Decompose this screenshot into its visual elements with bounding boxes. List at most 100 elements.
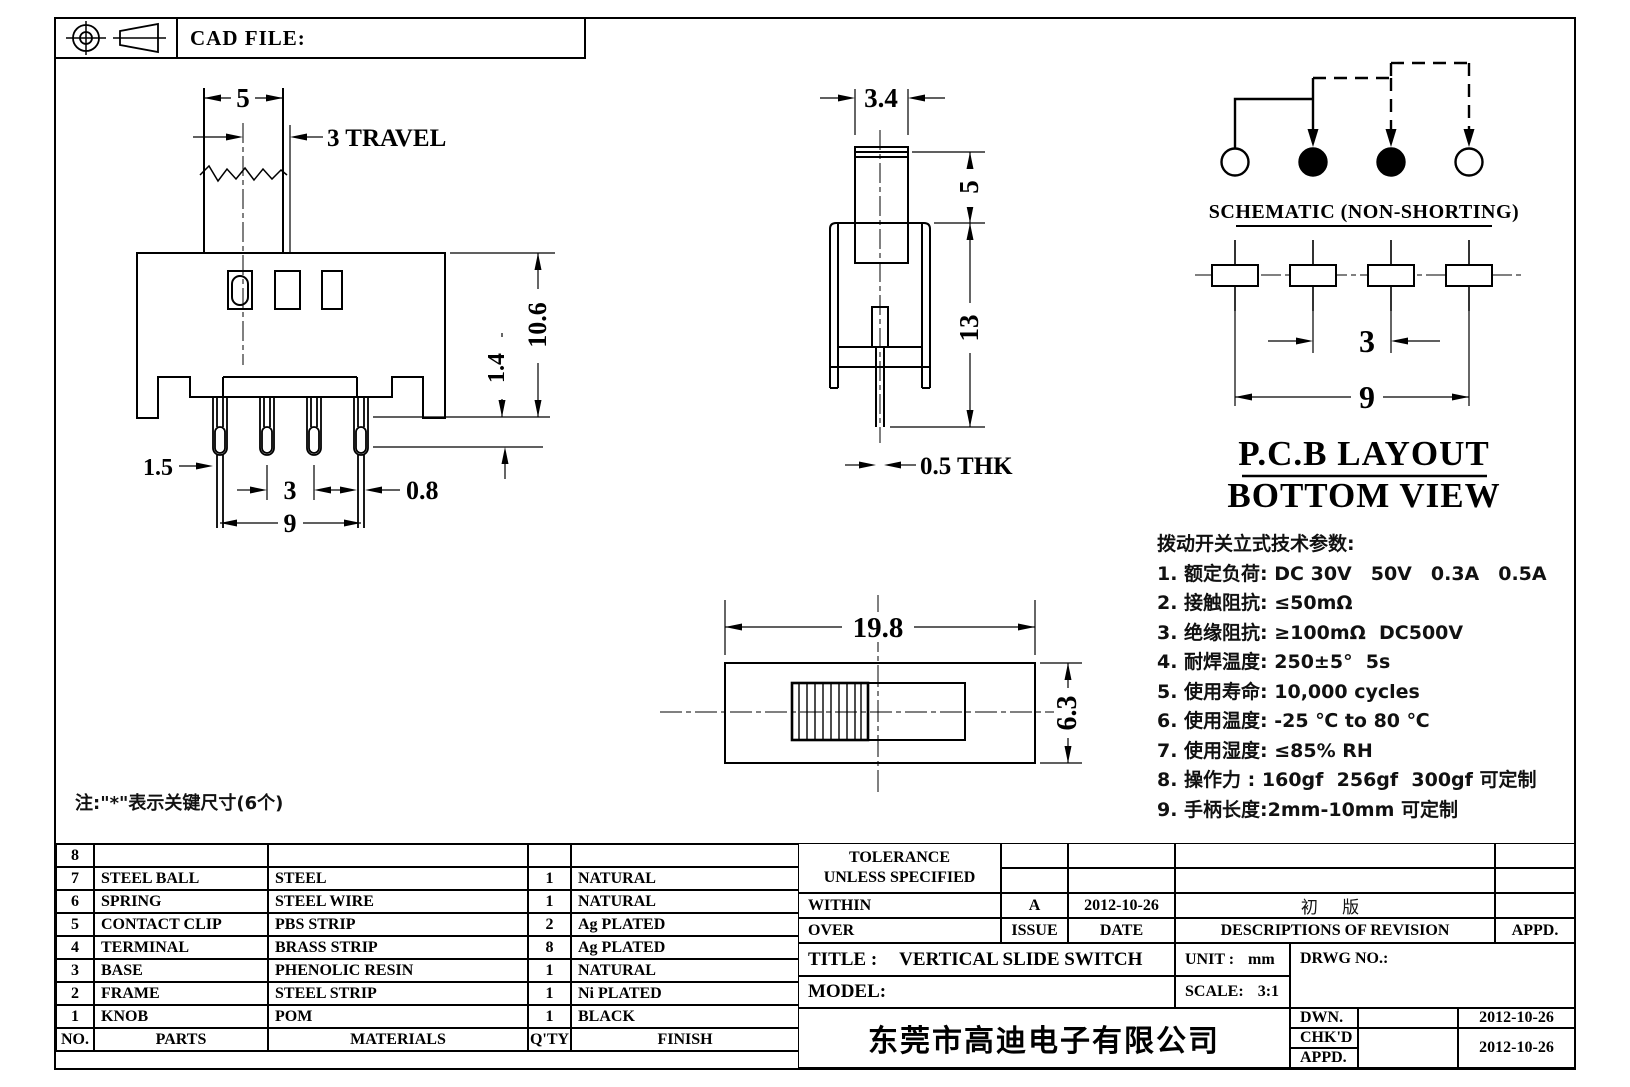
dim-side-terminal-thickness: 0.5 THK	[920, 453, 1013, 480]
side-knob	[854, 146, 909, 264]
dim-pcb-pitch: 3	[1359, 323, 1375, 359]
dim-front-pin-span: 9	[284, 509, 297, 538]
side-dim-lines	[820, 89, 985, 466]
chkd-signature-cell	[1358, 1028, 1458, 1068]
tech-param-item: 5. 使用寿命: 10,000 cycles	[1157, 680, 1420, 703]
scale-label: SCALE:	[1185, 983, 1244, 1000]
chkd-date: 2012-10-26	[1458, 1028, 1575, 1068]
tech-param-item: 8. 操作力 : 160gf 256gf 300gf 可定制	[1157, 769, 1537, 791]
issue-header: ISSUE	[1001, 918, 1068, 943]
cad-file-box: CAD FILE:	[54, 17, 586, 59]
model-cell: MODEL:	[798, 976, 1175, 1008]
pcb-caption-line2: BOTTOM VIEW	[1227, 476, 1500, 515]
schematic-contacts	[1220, 147, 1484, 177]
side-dim-arrows	[838, 94, 974, 469]
company-name: 东莞市高迪电子有限公司	[798, 1008, 1290, 1068]
appd-label: APPD.	[1290, 1048, 1358, 1068]
tech-params-title: 拨动开关立式技术参数:	[1157, 533, 1355, 555]
date-header: DATE	[1068, 918, 1175, 943]
model-label: MODEL:	[808, 981, 887, 1002]
dim-front-standoff: 1.4	[484, 353, 510, 383]
title-label: TITLE :	[808, 948, 878, 970]
dim-front-knob-width: 5	[236, 83, 250, 113]
title-block: TOLERANCE UNLESS SPECIFIED WITHIN A 2012…	[798, 843, 1575, 1068]
dim-front-pin-pitch: 3	[284, 476, 297, 505]
tolerance-line2: UNLESS SPECIFIED	[823, 869, 976, 886]
revision-appd-empty	[1495, 893, 1575, 918]
dim-front-pin-width: 1.5	[143, 455, 173, 481]
sheet-border	[54, 17, 1576, 1070]
unit-label: UNIT :	[1185, 950, 1235, 968]
chkd-label: CHK'D	[1290, 1028, 1358, 1048]
drwg-no-cell: DRWG NO.:	[1290, 943, 1575, 1008]
key-dimension-note: 注:"*"表示关键尺寸(6个)	[75, 793, 284, 814]
tolerance-line1: TOLERANCE	[848, 849, 951, 866]
tech-param-item: 4. 耐焊温度: 250±5° 5s	[1157, 651, 1391, 673]
scale-value: 3:1	[1257, 983, 1280, 1000]
pcb-pads	[1211, 264, 1493, 287]
schematic-heading: SCHEMATIC (NON-SHORTING)	[1209, 201, 1519, 223]
dwn-label: DWN.	[1290, 1008, 1358, 1028]
tech-param-item: 3. 绝缘阻抗: ≥100mΩ DC500V	[1157, 621, 1464, 644]
revision-empty-cell	[1001, 868, 1068, 893]
front-knob	[199, 88, 288, 253]
dim-topview-width: 6.3	[1052, 696, 1083, 731]
top-view-drawing: 19.8 6.3	[660, 595, 1083, 795]
appd-header: APPD.	[1495, 918, 1575, 943]
tech-params-block: 拨动开关立式技术参数: 1. 额定负荷: DC 30V 50V 0.3A 0.5…	[1157, 530, 1597, 825]
front-dim-arrows	[196, 94, 542, 527]
revision-empty-cell	[1068, 843, 1175, 868]
tech-param-item: 9. 手柄长度:2mm-10mm 可定制	[1157, 798, 1459, 821]
table-row: 8	[55, 843, 800, 868]
unit-value: mm	[1248, 950, 1275, 968]
topview-body	[724, 662, 1036, 764]
topview-dim-arrows	[725, 623, 1072, 763]
dim-side-knob-width: 3.4	[864, 83, 898, 113]
title-value: VERTICAL SLIDE SWITCH	[899, 948, 1143, 970]
front-body	[136, 252, 446, 419]
pcb-caption-line1: P.C.B LAYOUT	[1238, 434, 1490, 473]
issue-value: A	[1001, 893, 1068, 918]
front-dim-lines	[179, 97, 555, 524]
descriptions-header: DESCRIPTIONS OF REVISION	[1175, 918, 1495, 943]
dim-front-leg-width: 0.8	[406, 476, 439, 505]
revision-empty-cell	[1175, 843, 1495, 868]
title-cell: TITLE : VERTICAL SLIDE SWITCH	[798, 943, 1175, 976]
schematic-pcb-drawing: SCHEMATIC (NON-SHORTING)	[1195, 61, 1525, 515]
dim-front-body-height: 10.6	[523, 302, 552, 348]
side-view-drawing: 3.4 5 13 0.5 THK	[820, 83, 1013, 480]
front-terminals	[212, 397, 369, 528]
dim-pcb-span: 9	[1359, 379, 1375, 415]
tech-param-item: 1. 额定负荷: DC 30V 50V 0.3A 0.5A	[1157, 562, 1547, 585]
over-label: OVER	[798, 918, 1001, 943]
header-divider	[176, 19, 178, 57]
dim-front-travel: 3 TRAVEL	[327, 125, 446, 152]
dim-topview-length: 19.8	[853, 612, 904, 644]
topview-knob-ribs	[798, 683, 862, 740]
revision-empty-cell	[1175, 868, 1495, 893]
revision-empty-cell	[1001, 843, 1068, 868]
revision-empty-cell	[1068, 868, 1175, 893]
tolerance-cell: TOLERANCE UNLESS SPECIFIED	[798, 843, 1001, 893]
projection-symbol-icon	[66, 21, 166, 55]
front-view-drawing: 5 3 TRAVEL 1.5 3 0.8 9 1.4 10.6	[136, 83, 555, 538]
tech-param-item: 2. 接触阻抗: ≤50mΩ	[1157, 592, 1353, 614]
schematic-wires	[1233, 61, 1471, 148]
dim-side-knob-height: 5	[954, 180, 984, 194]
revision-empty-cell	[1495, 868, 1575, 893]
revision-empty-cell	[1495, 843, 1575, 868]
tech-param-item: 7. 使用湿度: ≤85% RH	[1157, 739, 1373, 762]
dim-side-total-height: 13	[954, 315, 984, 342]
issue-date: 2012-10-26	[1068, 893, 1175, 918]
side-frame	[829, 222, 931, 427]
